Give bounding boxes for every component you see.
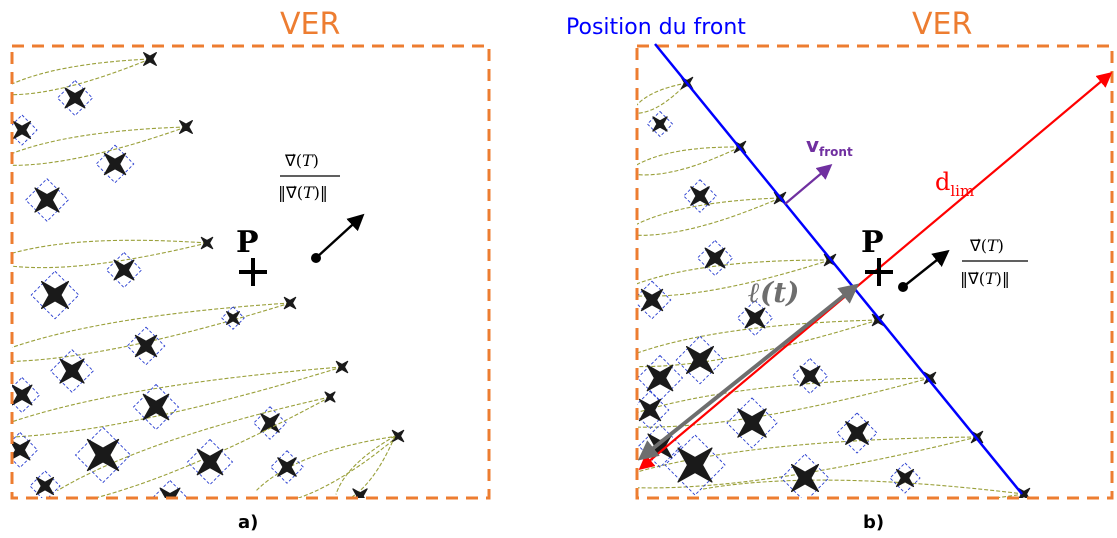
grain-cross bbox=[277, 457, 297, 477]
grain-field-a bbox=[12, 52, 405, 498]
grain-cross bbox=[283, 296, 297, 310]
ver-label-b: VER bbox=[912, 7, 972, 42]
grain-diamond bbox=[132, 383, 180, 431]
svg-text:‖∇⃗(T)‖: ‖∇⃗(T)‖ bbox=[960, 269, 1010, 288]
grain-cross bbox=[704, 247, 726, 269]
grain-diamond bbox=[30, 270, 80, 320]
point-p-b: P bbox=[861, 225, 893, 286]
grain-outline bbox=[637, 377, 931, 428]
panel-b: VER Position du front dlim ℓ(t) vfront P… bbox=[566, 7, 1114, 533]
grain-cross bbox=[895, 468, 915, 488]
grain-cross bbox=[34, 187, 60, 213]
caption-b: b) bbox=[863, 512, 884, 533]
grain-cross bbox=[12, 384, 33, 406]
grain-outline bbox=[335, 435, 396, 498]
grain-outline bbox=[637, 259, 831, 297]
gradient-expression-a: ∇⃗(T) ‖∇⃗(T)‖ bbox=[278, 151, 340, 202]
ver-box-a bbox=[10, 44, 491, 500]
grain-diamond bbox=[253, 406, 287, 440]
gradient-vector-a bbox=[311, 213, 365, 263]
grain-diamond bbox=[74, 426, 132, 484]
grain-diamond bbox=[186, 438, 234, 486]
grain-outline bbox=[699, 479, 1025, 498]
grain-diamond bbox=[221, 306, 245, 330]
grain-cross bbox=[103, 152, 127, 176]
grain-outline bbox=[637, 146, 741, 176]
gradient-expression-b: ∇⃗(T) ‖∇⃗(T)‖ bbox=[960, 236, 1028, 288]
grain-cross bbox=[391, 429, 405, 443]
grain-cross bbox=[652, 116, 668, 132]
panel-a: VER P ∇⃗(T) ‖∇⃗(T)‖ a) bbox=[10, 7, 491, 533]
grain-diamond bbox=[95, 144, 135, 184]
grain-outline bbox=[12, 239, 208, 269]
ell-label: ℓ(t) bbox=[747, 276, 799, 309]
ver-label-a: VER bbox=[280, 7, 340, 42]
grain-diamond bbox=[126, 326, 166, 366]
grain-diamond bbox=[56, 79, 94, 117]
grain-cross bbox=[64, 87, 86, 109]
grain-cross bbox=[335, 360, 349, 374]
grain-cross bbox=[159, 487, 181, 498]
grain-cross bbox=[142, 393, 170, 421]
cross-marker-b bbox=[865, 258, 893, 286]
grain-cross bbox=[59, 358, 85, 384]
grain-outline bbox=[12, 126, 187, 166]
grain-cross bbox=[40, 280, 70, 310]
grain-diamond bbox=[12, 376, 41, 414]
grain-cross bbox=[12, 439, 31, 461]
grain-outline bbox=[637, 82, 688, 114]
grain-outline bbox=[256, 435, 399, 498]
grain-cross bbox=[12, 120, 32, 140]
grain-cross bbox=[200, 236, 214, 250]
grain-cross bbox=[790, 463, 820, 493]
grain-diamond bbox=[50, 349, 94, 393]
point-label-a: P bbox=[236, 225, 259, 260]
grain-cross bbox=[35, 476, 55, 496]
grain-outline bbox=[637, 319, 879, 368]
grain-cross bbox=[143, 52, 157, 66]
grain-outline bbox=[12, 366, 343, 438]
grain-cross bbox=[352, 488, 368, 498]
ell-arrow bbox=[637, 283, 860, 461]
grain-cross bbox=[196, 448, 224, 476]
grain-diamond bbox=[29, 470, 61, 498]
grain-cross bbox=[86, 438, 120, 472]
grain-diamond bbox=[12, 431, 39, 469]
point-p-a: P bbox=[236, 225, 267, 286]
grain-outline bbox=[56, 396, 331, 498]
grain-cross bbox=[134, 334, 158, 358]
v-front-label: vfront bbox=[806, 133, 853, 159]
grain-cross bbox=[226, 311, 240, 325]
grain-field-b bbox=[637, 76, 1031, 498]
grain-diamond bbox=[12, 114, 38, 146]
grain-cross bbox=[845, 421, 869, 445]
svg-text:‖∇⃗(T)‖: ‖∇⃗(T)‖ bbox=[278, 183, 328, 202]
grain-cross bbox=[324, 391, 336, 403]
grain-diamond bbox=[25, 178, 69, 222]
grain-cross bbox=[646, 364, 674, 392]
grain-cross bbox=[260, 413, 280, 433]
grain-cross bbox=[113, 259, 135, 281]
grain-diamond bbox=[105, 251, 143, 289]
caption-a: a) bbox=[238, 512, 258, 533]
point-label-b: P bbox=[861, 225, 884, 260]
grain-diamond bbox=[270, 450, 304, 484]
grain-cross bbox=[737, 408, 767, 438]
grain-cross bbox=[179, 120, 193, 134]
grain-outline bbox=[12, 302, 291, 363]
grain-outline bbox=[12, 58, 151, 96]
svg-text:∇⃗(T): ∇⃗(T) bbox=[284, 151, 319, 170]
cross-marker-a bbox=[239, 258, 267, 286]
grain-diamond bbox=[889, 462, 921, 494]
v-front-arrow bbox=[784, 164, 833, 205]
svg-text:∇⃗(T): ∇⃗(T) bbox=[969, 236, 1004, 255]
grain-cross bbox=[799, 365, 821, 387]
grain-diamond bbox=[780, 453, 830, 498]
front-label: Position du front bbox=[566, 15, 746, 40]
grain-cross bbox=[690, 186, 710, 206]
d-lim-label: dlim bbox=[935, 168, 974, 200]
grain-diamond bbox=[151, 479, 189, 498]
gradient-vector-b bbox=[898, 249, 950, 292]
